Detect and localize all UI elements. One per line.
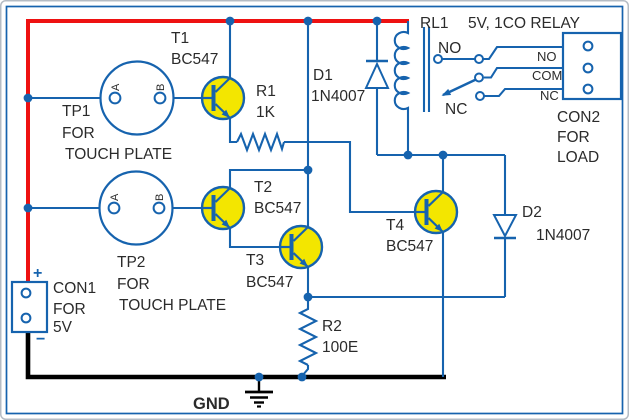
t2-part-label: BC547 <box>254 200 301 217</box>
tp2-for-label: FOR <box>117 276 150 293</box>
d2-ref-label: D2 <box>522 204 542 221</box>
inner-border <box>5 5 624 415</box>
con2-pin-no-label: NO <box>537 49 557 64</box>
d1-ref-label: D1 <box>313 67 333 84</box>
tp2-ref-label: TP2 <box>117 254 145 271</box>
con2-ref-label: CON2 <box>557 109 600 126</box>
resistor-r1-symbol <box>236 130 286 153</box>
con2-pin-nc-label: NC <box>540 88 559 103</box>
relay-nc-contact-wire <box>484 87 563 98</box>
relay-com-contact-wire <box>484 66 563 79</box>
diode-d1-symbol <box>364 59 390 89</box>
con2-for-label: FOR <box>557 129 590 146</box>
t4-transistor-symbol <box>413 189 459 235</box>
t2-emitter-to-t3-base-wire <box>228 228 282 249</box>
relay-spec-label: 5V, 1CO RELAY <box>468 15 580 32</box>
con1-minus-label: − <box>36 331 45 348</box>
tp1-for-label: FOR <box>62 125 95 142</box>
tp1-plate-label: TOUCH PLATE <box>65 146 172 163</box>
con2-connector-symbol <box>561 31 623 101</box>
diode-d2-symbol <box>492 214 518 240</box>
con1-ref-label: CON1 <box>53 280 96 297</box>
con1-for-label: FOR <box>53 301 86 318</box>
t2-collector-wire <box>228 168 308 188</box>
t4-part-label: BC547 <box>386 238 433 255</box>
tp1-terminal-b-label: B <box>155 84 167 91</box>
resistor-r2-symbol <box>297 297 319 366</box>
tp2-terminal-a-label: A <box>109 193 121 201</box>
t3-transistor-symbol <box>278 224 324 270</box>
t3-ref-label: T3 <box>246 252 264 269</box>
t2-transistor-symbol <box>200 185 246 231</box>
t3-part-label: BC547 <box>246 274 293 291</box>
con2-pin-com-label: COM <box>532 68 562 83</box>
relay-contact-points <box>433 54 485 101</box>
relay-ref-label: RL1 <box>420 15 448 32</box>
relay-coil-symbol <box>393 21 411 155</box>
relay-armature-arrow <box>441 88 452 96</box>
tp2-terminal-a <box>107 201 121 215</box>
con1-value-label: 5V <box>53 319 73 336</box>
r1-value-label: 1K <box>256 104 276 121</box>
t1-transistor-symbol <box>200 75 246 121</box>
r1-to-t4-base-wire <box>284 140 416 214</box>
r1-ref-label: R1 <box>256 83 276 100</box>
relay-no-label: NO <box>438 40 461 57</box>
relay-core-symbol <box>422 27 431 112</box>
tp2-terminal-b <box>152 201 166 215</box>
tp1-terminal-b <box>153 91 167 105</box>
r2-ref-label: R2 <box>322 318 342 335</box>
junction-dots <box>23 16 448 382</box>
d1-part-label: 1N4007 <box>311 88 365 105</box>
ground-label: GND <box>193 395 230 413</box>
d2-part-label: 1N4007 <box>536 227 590 244</box>
t1-emitter-wire <box>228 118 237 144</box>
tp2-plate-label: TOUCH PLATE <box>119 297 226 314</box>
tp2-terminal-b-label: B <box>154 194 166 201</box>
positive-rail-wire <box>26 19 409 282</box>
tp1-ref-label: TP1 <box>62 103 90 120</box>
con1-plus-label: + <box>33 265 42 282</box>
t4-ref-label: T4 <box>386 217 404 234</box>
wires <box>28 21 563 377</box>
relay-no-contact-wire <box>442 45 563 61</box>
r2-value-label: 100E <box>322 339 358 356</box>
t1-part-label: BC547 <box>171 51 218 68</box>
touch-plate-2-symbol <box>98 170 174 246</box>
touch-plate-1-symbol <box>99 60 175 136</box>
t1-ref-label: T1 <box>171 30 189 47</box>
con1-connector-symbol <box>10 280 49 334</box>
con2-load-label: LOAD <box>557 149 599 166</box>
relay-nc-label: NC <box>445 101 467 118</box>
tp1-terminal-a <box>108 91 122 105</box>
ground-rail-wire <box>25 332 446 380</box>
tp1-terminal-a-label: A <box>110 83 122 91</box>
t2-ref-label: T2 <box>254 179 272 196</box>
